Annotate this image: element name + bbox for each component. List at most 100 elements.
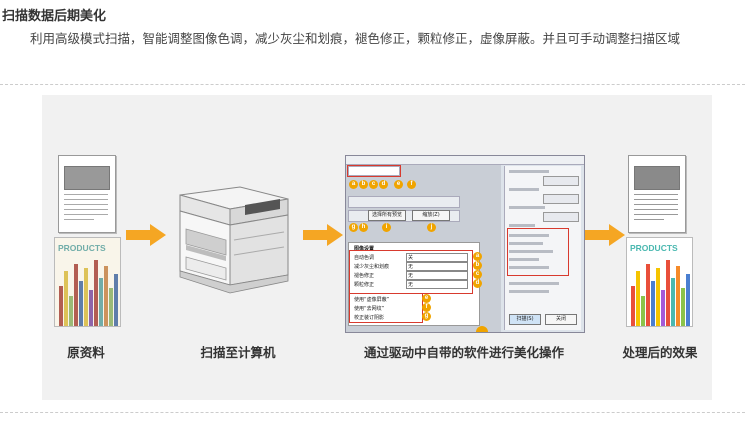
badge-c: c: [369, 180, 378, 189]
badge-check-e: e: [422, 294, 431, 303]
text-line: [634, 204, 678, 205]
text-line: [64, 214, 108, 215]
section-title: 扫描数据后期美化: [2, 9, 107, 24]
printer-scanner-icon: [179, 186, 289, 294]
product-label: PRODUCTS: [58, 243, 106, 253]
badge-b: b: [359, 180, 368, 189]
processed-product-sheet: PRODUCTS: [626, 237, 693, 327]
product-bar: [636, 271, 640, 326]
setting-select-auto-tone[interactable]: [406, 253, 468, 262]
product-bar: [671, 278, 675, 326]
settings-line: [509, 258, 539, 261]
tool-icon-row: [348, 196, 460, 208]
settings-line: [509, 242, 543, 245]
zoom-button[interactable]: 缩放(Z): [412, 210, 450, 221]
highlight-dot: [476, 326, 488, 332]
text-line: [64, 219, 94, 220]
settings-line: [509, 170, 549, 173]
product-bar: [59, 286, 63, 326]
step-caption-result: 处理后的效果: [622, 345, 698, 360]
product-bar: [104, 266, 108, 326]
text-line: [634, 219, 664, 220]
badge-h: h: [359, 223, 368, 232]
settings-select[interactable]: [543, 212, 579, 222]
settings-select[interactable]: [543, 194, 579, 204]
product-bar: [651, 281, 655, 326]
document-image: [64, 166, 110, 190]
processed-document: [628, 155, 686, 233]
badge-g: g: [349, 223, 358, 232]
badge-setting-a: a: [473, 252, 482, 261]
setting-select-grain[interactable]: [406, 280, 468, 289]
settings-line: [509, 290, 549, 293]
product-bar: [646, 264, 650, 326]
product-bar: [99, 278, 103, 326]
arrow-right-icon: [303, 224, 343, 246]
product-bar: [676, 266, 680, 326]
product-bar: [69, 296, 73, 326]
original-document: [58, 155, 116, 233]
settings-line: [509, 206, 545, 209]
document-image: [634, 166, 680, 190]
product-label: PRODUCTS: [630, 243, 678, 253]
text-line: [64, 209, 108, 210]
badge-e: e: [394, 180, 403, 189]
setting-label: 颗粒修正: [354, 282, 375, 288]
text-line: [64, 199, 108, 200]
setting-select-fade[interactable]: [406, 271, 468, 280]
product-bar: [64, 271, 68, 326]
settings-select[interactable]: [543, 176, 579, 186]
setting-label: 减少灰尘和划痕: [354, 264, 390, 270]
setting-value: 无: [408, 282, 414, 288]
settings-line: [509, 250, 553, 253]
product-bar: [84, 268, 88, 326]
text-line: [64, 204, 108, 205]
tool-icon-strip: [348, 166, 400, 176]
scan-button[interactable]: 扫描(S): [509, 314, 541, 325]
text-line: [634, 199, 678, 200]
window-titlebar: [346, 156, 584, 165]
badge-j: j: [427, 223, 436, 232]
badge-setting-d: d: [473, 279, 482, 288]
section-description: 利用高级模式扫描，智能调整图像色调，减少灰尘和划痕，褪色修正，颗粒修正，虚像屏蔽…: [30, 31, 681, 46]
setting-value: 无: [408, 273, 414, 279]
setting-value: 关: [408, 255, 414, 261]
product-bar: [631, 286, 635, 326]
arrow-right-icon: [585, 224, 625, 246]
settings-line: [509, 282, 559, 285]
software-screenshot: a b c d e f 选择所有预览 缩放(Z) g h i j 图像设置 自动…: [345, 155, 585, 333]
divider-bottom: [0, 412, 745, 413]
settings-line: [509, 188, 539, 191]
product-bar: [681, 288, 685, 326]
badge-d: d: [379, 180, 388, 189]
product-bar: [686, 274, 690, 326]
product-bar: [656, 268, 660, 326]
step-caption-scan: 扫描至计算机: [200, 345, 276, 360]
product-bar: [666, 260, 670, 326]
settings-line: [509, 234, 549, 237]
text-line: [634, 194, 678, 195]
settings-line: [509, 266, 549, 269]
checkbox-label[interactable]: 使用“去网纹”: [354, 306, 385, 312]
checkbox-label[interactable]: 校正装订阴影: [354, 315, 385, 321]
step-caption-software: 通过驱动中自带的软件进行美化操作: [363, 345, 564, 360]
checkbox-label[interactable]: 使用“虚像屏蔽”: [354, 297, 390, 303]
image-settings-title: 图像设置: [354, 246, 375, 252]
preview-all-button[interactable]: 选择所有预览: [368, 210, 406, 221]
badge-setting-b: b: [473, 261, 482, 270]
product-bar: [661, 290, 665, 326]
badge-check-f: f: [422, 303, 431, 312]
text-line: [64, 194, 108, 195]
highlight-box-toolbar: [347, 165, 401, 177]
setting-select-dust[interactable]: [406, 262, 468, 271]
product-bar: [89, 290, 93, 326]
close-button[interactable]: 关闭: [545, 314, 577, 325]
product-bar: [114, 274, 118, 326]
settings-line: [509, 224, 535, 227]
arrow-right-icon: [126, 224, 166, 246]
setting-label: 自动色调: [354, 255, 375, 261]
settings-sidebar: 扫描(S) 关闭: [504, 166, 581, 330]
text-line: [634, 214, 678, 215]
highlight-box-sidebar: [507, 228, 569, 276]
setting-label: 褪色修正: [354, 273, 375, 279]
